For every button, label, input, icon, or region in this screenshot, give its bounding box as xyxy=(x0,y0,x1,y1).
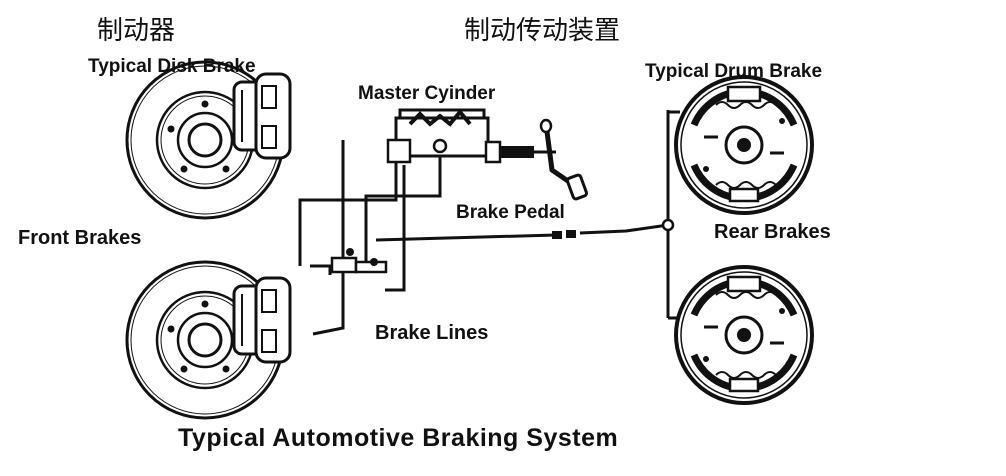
front-lower-disk-brake xyxy=(125,260,292,420)
brake-line-fittings xyxy=(330,218,675,274)
label-master-cylinder: Master Cyinder xyxy=(358,83,496,104)
label-drum-brake: Typical Drum Brake xyxy=(645,61,823,82)
brake-pedal xyxy=(539,118,588,201)
heading-brakes-cn: 制动器 xyxy=(97,16,176,46)
label-rear-brakes: Rear Brakes xyxy=(714,221,831,243)
rear-lower-drum-brake xyxy=(676,267,812,403)
front-upper-disk-brake xyxy=(125,60,292,220)
label-brake-pedal: Brake Pedal xyxy=(456,202,565,223)
rear-upper-drum-brake xyxy=(676,77,812,213)
label-brake-lines: Brake Lines xyxy=(375,322,489,344)
master-cylinder xyxy=(386,108,556,164)
heading-transmission-cn: 制动传动装置 xyxy=(464,16,621,46)
label-front-brakes: Front Brakes xyxy=(18,227,142,249)
label-disk-brake: Typical Disk Brake xyxy=(88,56,256,77)
brake-lines xyxy=(298,110,680,336)
diagram-caption: Typical Automotive Braking System xyxy=(178,424,619,452)
